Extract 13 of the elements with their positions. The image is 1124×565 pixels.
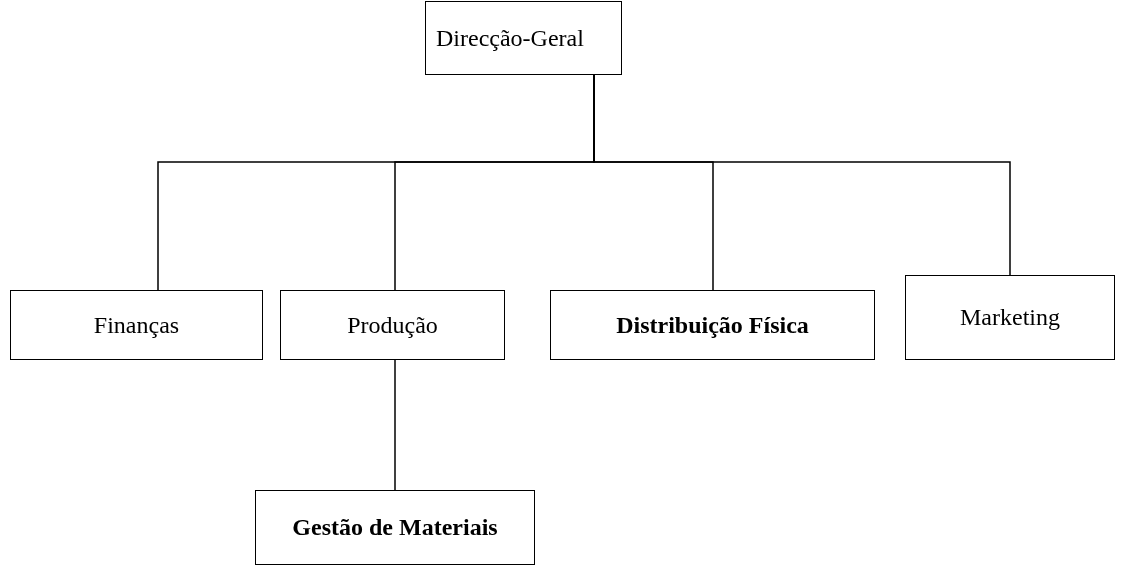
org-box [425,1,622,75]
unit-name: Marketing [960,304,1060,331]
unit-name: Produção [347,311,438,339]
org-box [255,490,535,565]
org-box [280,290,505,360]
unit-name: Finanças [93,311,180,339]
org-box [550,290,875,360]
connector-line [394,359,396,491]
org-box [10,290,263,360]
unit-name: Distribuição Física [616,311,809,339]
unit-name: Gestão de Materiais [292,514,498,541]
org-box [905,275,1115,360]
unit-name: Direcção-Geral [436,24,584,52]
